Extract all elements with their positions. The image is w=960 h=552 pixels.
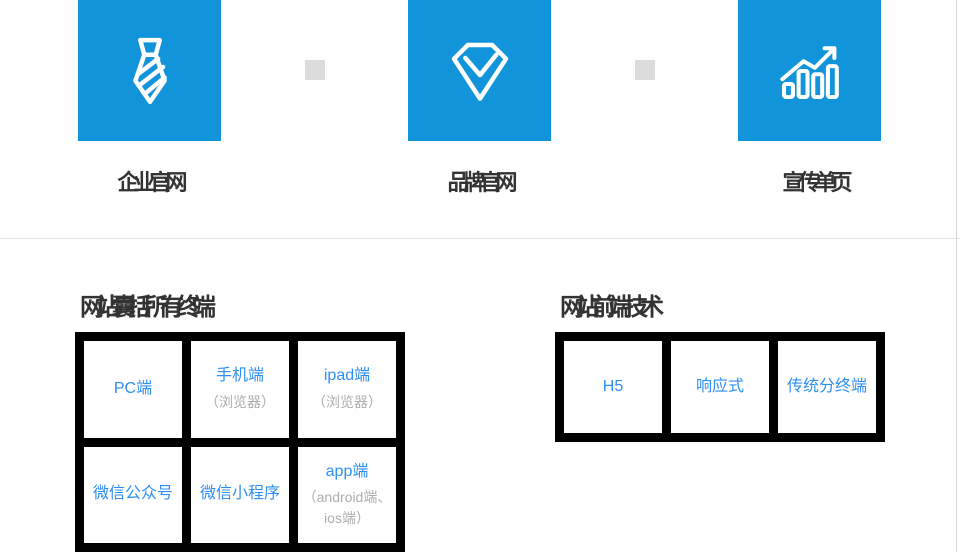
cell-title: PC端 xyxy=(113,379,153,397)
page-right-border xyxy=(956,0,957,552)
horizontal-divider xyxy=(0,238,960,239)
cell-title: H5 xyxy=(602,377,624,395)
tie-icon xyxy=(111,32,189,110)
terminal-cell-ipad: ipad端 （浏览器） xyxy=(298,341,396,438)
tile-label-brand-site: 品牌官网 xyxy=(447,170,517,195)
separator-square xyxy=(305,60,325,80)
terminals-grid: PC端 手机端 （浏览器） ipad端 （浏览器） 微信公众号 微信小程序 ap… xyxy=(75,332,405,552)
cell-title: app端 xyxy=(325,462,369,480)
tile-corporate-site xyxy=(78,0,221,141)
terminals-heading: 网站囊括所有终端 xyxy=(80,294,216,321)
cell-title: 微信公众号 xyxy=(92,485,173,503)
cell-title: 传统分终端 xyxy=(786,377,867,395)
terminal-cell-wechat-miniprogram: 微信小程序 xyxy=(191,446,289,543)
cell-title: ipad端 xyxy=(323,367,371,385)
cell-title: 响应式 xyxy=(695,377,744,395)
cell-subtitle: （android端、ios端） xyxy=(302,489,392,526)
tile-label-promo-page: 宣传单页 xyxy=(782,170,852,195)
cell-subtitle: （浏览器） xyxy=(312,394,382,410)
tech-cell-responsive: 响应式 xyxy=(671,341,769,433)
terminal-cell-wechat-official: 微信公众号 xyxy=(84,446,182,543)
cell-title: 手机端 xyxy=(215,367,264,385)
cell-subtitle: （浏览器） xyxy=(205,394,275,410)
gem-icon xyxy=(441,32,519,110)
cell-title: 微信小程序 xyxy=(199,485,280,503)
bar-chart-icon xyxy=(771,32,849,110)
tech-cell-h5: H5 xyxy=(564,341,662,433)
tile-promo-page xyxy=(738,0,881,141)
terminal-cell-pc: PC端 xyxy=(84,341,182,438)
terminal-cell-mobile: 手机端 （浏览器） xyxy=(191,341,289,438)
tech-grid: H5 响应式 传统分终端 xyxy=(555,332,885,442)
terminal-cell-app: app端 （android端、ios端） xyxy=(298,446,396,543)
tech-heading: 网站前端技术 xyxy=(560,294,664,321)
separator-square xyxy=(635,60,655,80)
tech-cell-traditional: 传统分终端 xyxy=(778,341,876,433)
tile-label-corporate-site: 企业官网 xyxy=(117,170,187,195)
tile-brand-site xyxy=(408,0,551,141)
